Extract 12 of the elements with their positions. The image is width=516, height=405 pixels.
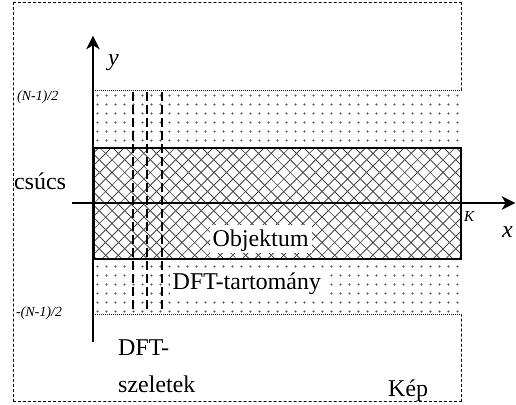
crosshatched-band <box>92 146 462 260</box>
tick-label: -(N-1)/2 <box>16 306 62 320</box>
image-frame <box>13 2 462 402</box>
axis-label: y <box>108 46 119 70</box>
region-label: Kép <box>387 375 429 403</box>
side-label: csúcs <box>14 170 66 194</box>
tick-label: K <box>464 210 474 225</box>
axis-label: x <box>502 218 513 242</box>
dotted-band <box>92 90 462 314</box>
slices-label: DFT- szeletek <box>118 334 196 400</box>
tick-label: (N-1)/2 <box>17 90 58 104</box>
region-label: Objektum <box>210 224 312 252</box>
